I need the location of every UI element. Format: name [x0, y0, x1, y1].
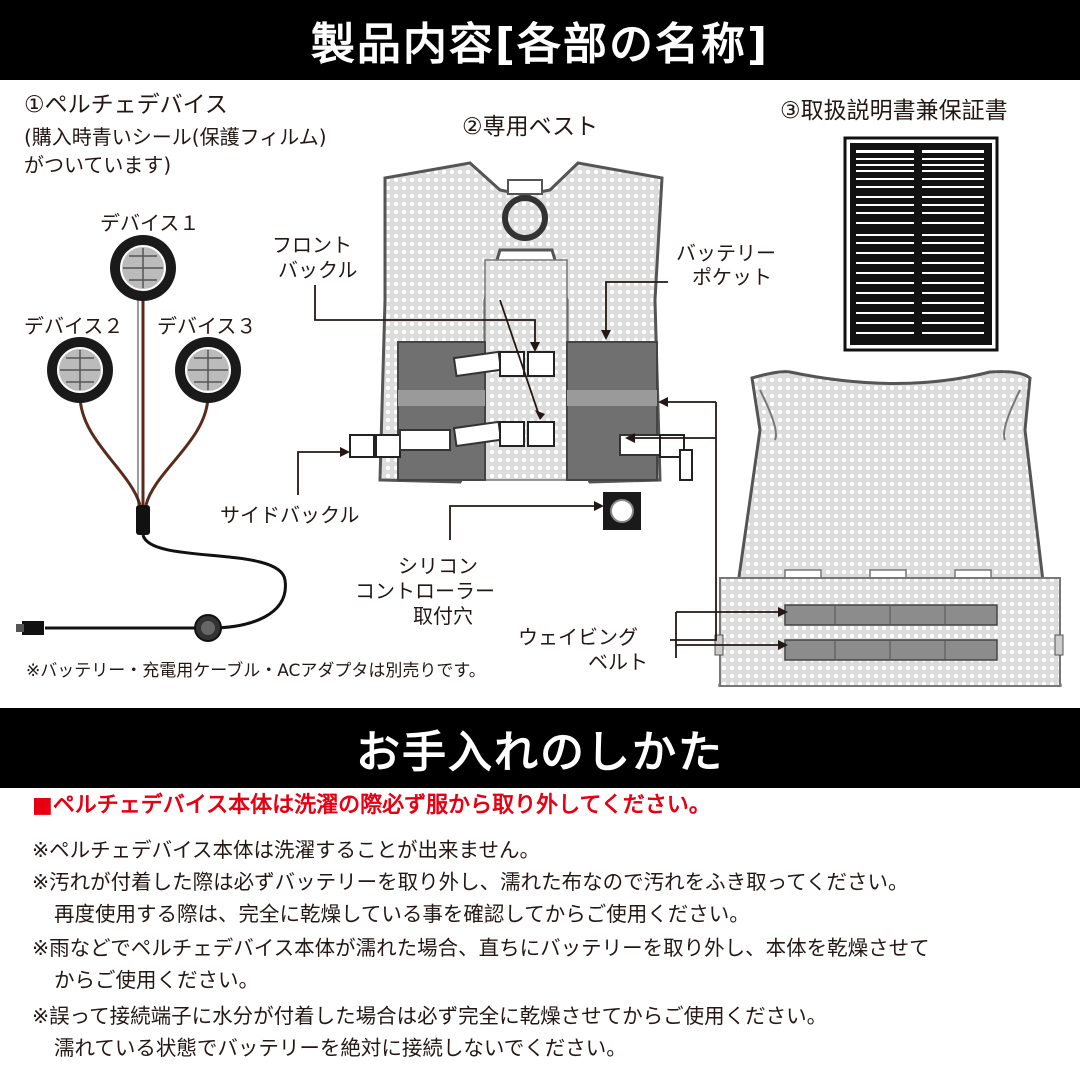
webbing-belt-label-1: ウェイビング	[518, 625, 638, 649]
item1-title: ①ペルチェデバイス	[24, 92, 228, 118]
controller-hole-label-3: 取付穴	[413, 604, 473, 628]
care-title: お手入れのしかた	[356, 727, 724, 778]
section-title: 製品内容[各部の名称]	[310, 19, 770, 70]
item1-sub1: (購入時青いシール(保護フィルム)	[24, 125, 327, 149]
item1-sub2: がついています)	[24, 153, 172, 177]
side-buckle-label: サイドバックル	[220, 503, 360, 527]
care-line-7: 濡れている状態でバッテリーを絶対に接続しないでください。	[54, 1036, 627, 1060]
accessory-note: ※バッテリー・充電用ケーブル・ACアダプタは別売りです。	[26, 661, 486, 681]
controller-hole-label-1: シリコン	[398, 554, 478, 578]
item2-title: ②専用ベスト	[462, 114, 599, 140]
peltier-device-illustration	[16, 235, 287, 642]
controller-hole-label-2: コントローラー	[355, 579, 495, 603]
care-line-1: ※ペルチェデバイス本体は洗濯することが出来ません。	[32, 838, 540, 862]
section-header-care: お手入れのしかた	[0, 708, 1080, 788]
device-label-2: デバイス２	[24, 314, 124, 338]
front-buckle-label-1: フロント	[272, 233, 352, 257]
device-1-icon	[110, 235, 176, 301]
webbing-belt-label-2: ベルト	[588, 650, 648, 674]
vest-back-illustration	[714, 370, 1064, 687]
care-line-3: 再度使用する際は、完全に乾燥している事を確認してからご使用ください。	[54, 902, 750, 926]
section-header-product: 製品内容[各部の名称]	[0, 0, 1080, 80]
leader-lines	[297, 281, 780, 658]
device-label-1: デバイス１	[100, 211, 200, 235]
item3-title: ③取扱説明書兼保証書	[780, 98, 1008, 124]
care-warning: ■ペルチェデバイス本体は洗濯の際必ず服から取り外してください。	[32, 793, 711, 818]
care-line-6: ※誤って接続端子に水分が付着した場合は必ず完全に乾燥させてからご使用ください。	[32, 1004, 828, 1028]
manual-illustration	[843, 136, 999, 352]
care-line-4: ※雨などでペルチェデバイス本体が濡れた場合、直ちにバッテリーを取り外し、本体を乾…	[32, 936, 930, 960]
vest-front-illustration	[349, 161, 693, 530]
front-buckle-label-2: バックル	[278, 258, 358, 282]
battery-pocket-label-2: ポケット	[692, 265, 772, 289]
product-illustration	[16, 136, 1064, 687]
leader-arrowheads	[340, 330, 788, 650]
device-2-icon	[47, 337, 113, 403]
device-3-icon	[175, 337, 241, 403]
care-line-5: からご使用ください。	[54, 968, 259, 992]
battery-pocket-label-1: バッテリー	[676, 241, 776, 265]
care-line-2: ※汚れが付着した際は必ずバッテリーを取り外し、濡れた布なので汚れをふき取ってくだ…	[32, 870, 909, 894]
device-label-3: デバイス３	[157, 314, 257, 338]
